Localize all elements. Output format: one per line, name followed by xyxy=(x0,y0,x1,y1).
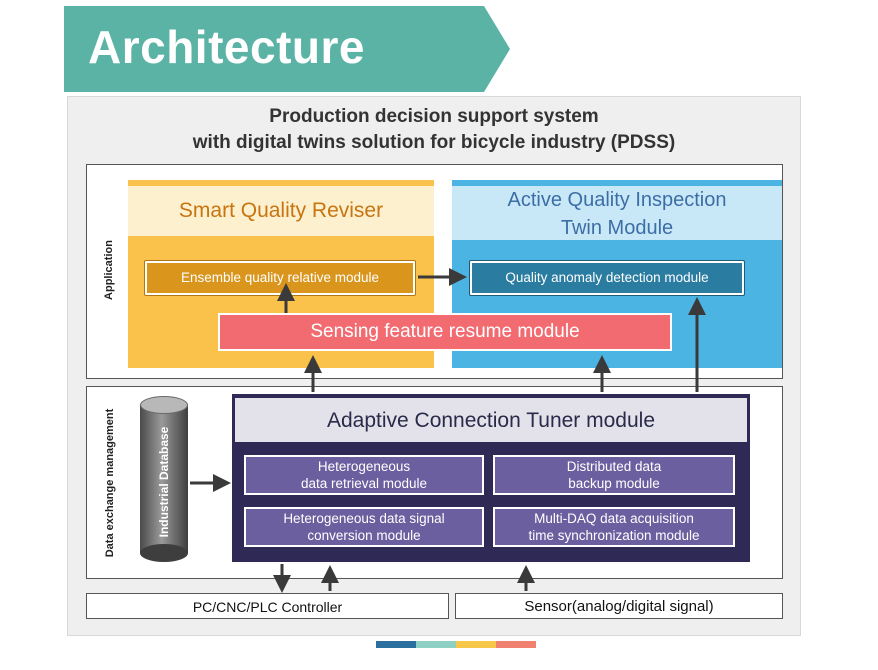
database-cylinder-icon xyxy=(140,405,188,553)
module-line: conversion module xyxy=(307,528,421,543)
heterogeneous-data-retrieval-module: Heterogeneous data retrieval module xyxy=(244,455,484,495)
module-line: Multi-DAQ data acquisition xyxy=(534,511,694,526)
color-strip-yellow xyxy=(456,641,496,648)
title-banner xyxy=(64,6,510,92)
color-strip-red xyxy=(496,641,536,648)
module-line: time synchronization module xyxy=(528,528,700,543)
smart-quality-reviser-title: Smart Quality Reviser xyxy=(128,186,434,236)
sensing-feature-resume-module: Sensing feature resume module xyxy=(218,313,672,351)
heterogeneous-data-signal-conversion-module: Heterogeneous data signal conversion mod… xyxy=(244,507,484,547)
multi-daq-time-sync-module: Multi-DAQ data acquisition time synchron… xyxy=(493,507,735,547)
module-line: Heterogeneous data signal xyxy=(283,511,445,526)
active-quality-inspection-title-line1: Active Quality Inspection xyxy=(507,189,727,211)
module-line: Heterogeneous xyxy=(317,459,411,474)
color-strip-teal xyxy=(416,641,456,648)
system-title-line2: with digital twins solution for bicycle … xyxy=(192,132,676,153)
module-line: Distributed data xyxy=(566,459,662,474)
quality-anomaly-detection-module: Quality anomaly detection module xyxy=(469,260,745,296)
color-strip-blue xyxy=(376,641,416,648)
module-line: data retrieval module xyxy=(300,476,428,491)
database-cylinder-base xyxy=(140,544,188,562)
sensor-box: Sensor(analog/digital signal) xyxy=(455,593,783,619)
database-cylinder-top xyxy=(140,396,188,414)
active-quality-inspection-title-line2: Twin Module xyxy=(560,217,674,239)
module-line: backup module xyxy=(568,476,660,491)
pc-cnc-plc-controller-box: PC/CNC/PLC Controller xyxy=(86,593,449,619)
adaptive-connection-tuner-title: Adaptive Connection Tuner module xyxy=(235,398,747,442)
system-title-line1: Production decision support system xyxy=(269,106,599,127)
distributed-data-backup-module: Distributed data backup module xyxy=(493,455,735,495)
active-quality-inspection-title: Active Quality Inspection Twin Module xyxy=(452,186,782,240)
page-title: Architecture xyxy=(88,21,365,73)
